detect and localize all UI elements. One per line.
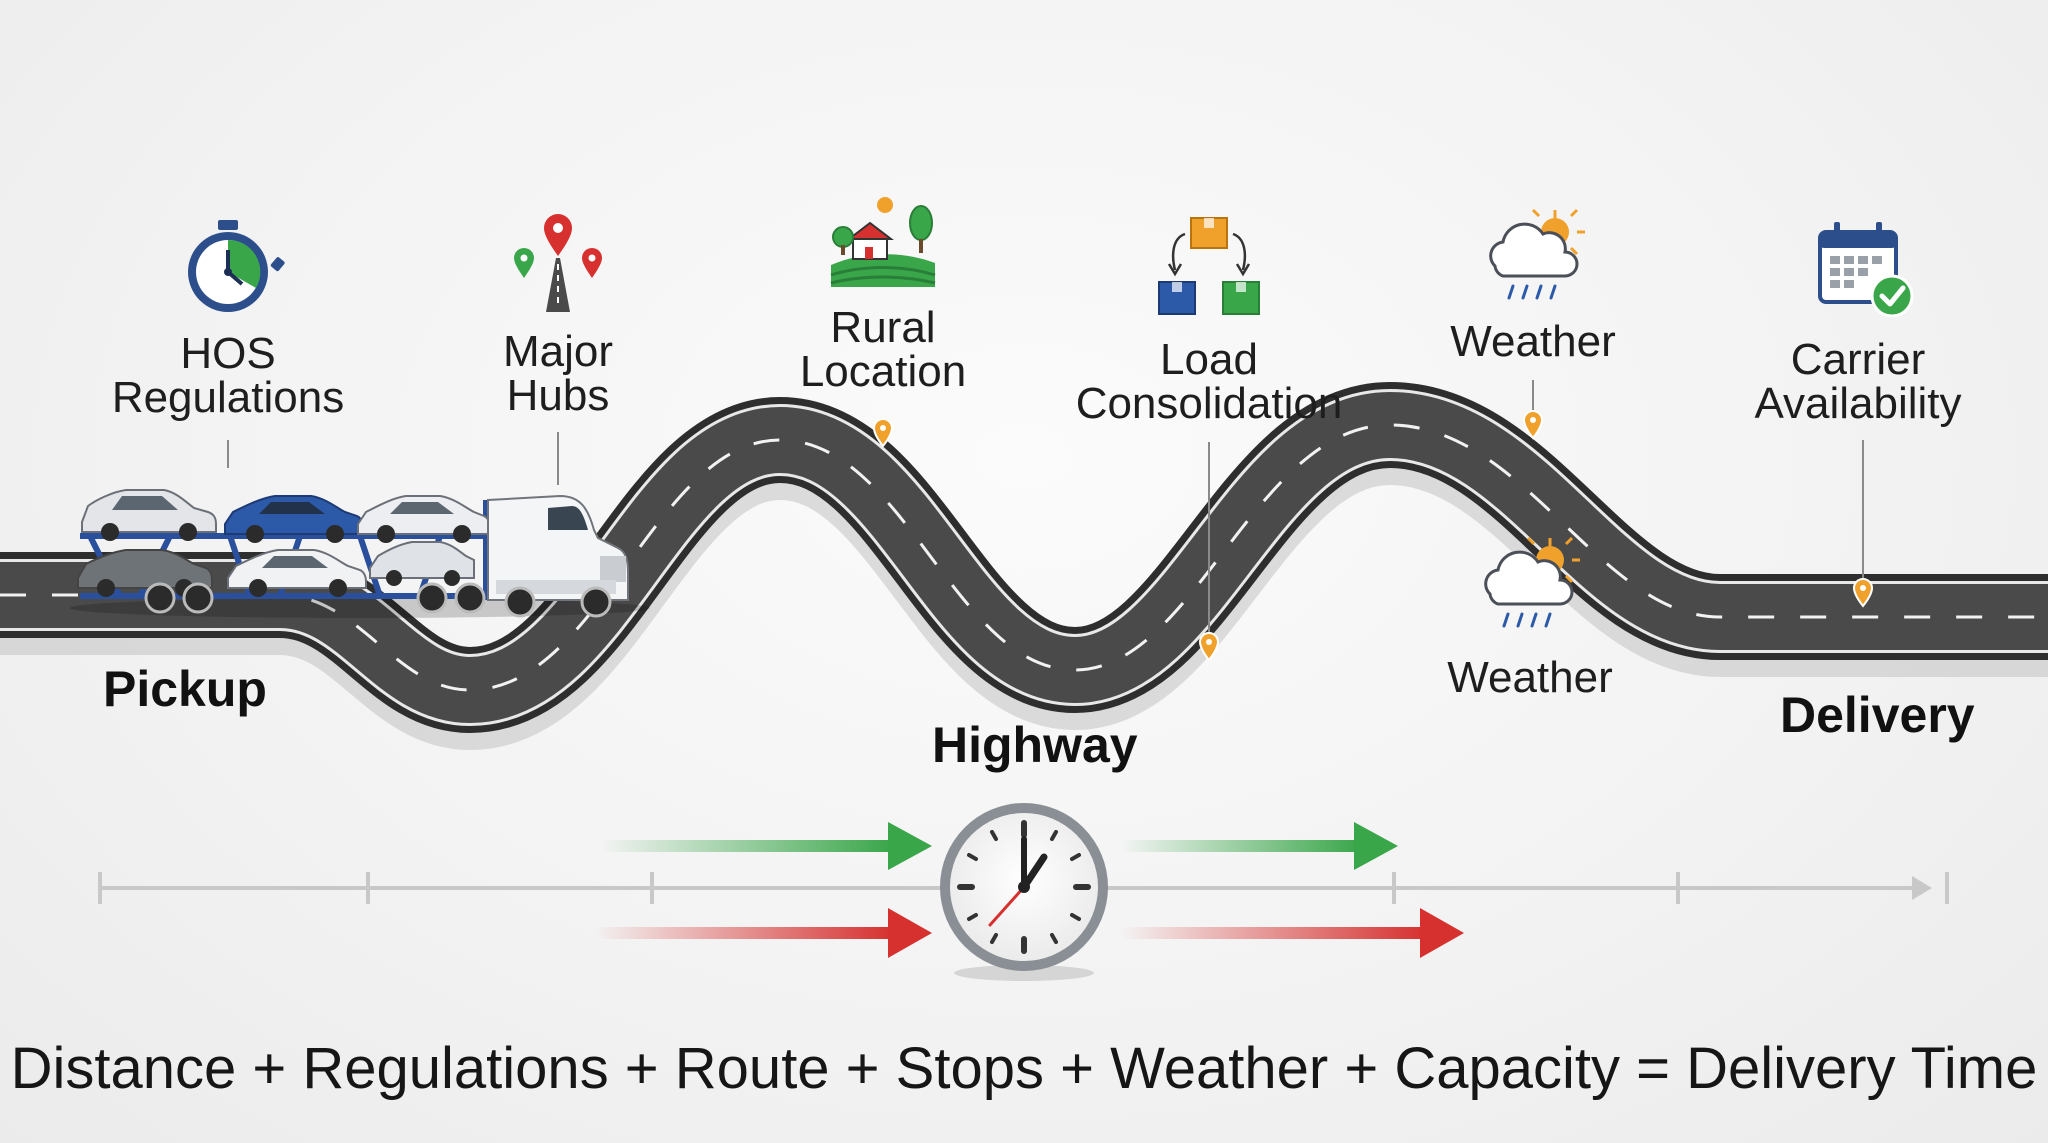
car [77,549,213,597]
stopwatch-icon [188,220,285,312]
car [81,489,217,541]
highway-label: Highway [932,717,1138,773]
slow-arrow-left [594,908,932,958]
marker-load [1198,632,1220,662]
pickup-label: Pickup [103,661,267,717]
road [0,381,2048,751]
farmhouse-icon [830,197,936,287]
marker-rural [872,418,894,448]
car-carrier-truck [70,489,650,618]
clock-icon [940,803,1108,981]
factor-label-weather-bottom: Weather [1447,653,1613,702]
marker-weather [1522,410,1544,440]
map-pins-road-icon [514,214,602,312]
calendar-check-icon [1818,222,1914,318]
box-consolidation-icon [1158,217,1260,315]
car [224,495,364,543]
marker-carrier [1852,578,1874,608]
truck-cab [487,494,629,618]
car [227,549,367,597]
weather-cloud-rain-icon-bottom [1484,536,1580,628]
factor-label-weather-top: Weather [1450,317,1616,366]
slow-arrow-right [1120,908,1464,958]
fast-arrow-right [1120,822,1398,870]
route-markers [872,410,1874,662]
car [369,541,475,586]
weather-cloud-rain-icon [1489,208,1585,300]
fast-arrow-left [600,822,932,870]
delivery-label: Delivery [1780,687,1975,743]
delivery-time-formula: Distance + Regulations + Route + Stops +… [10,1036,2038,1101]
